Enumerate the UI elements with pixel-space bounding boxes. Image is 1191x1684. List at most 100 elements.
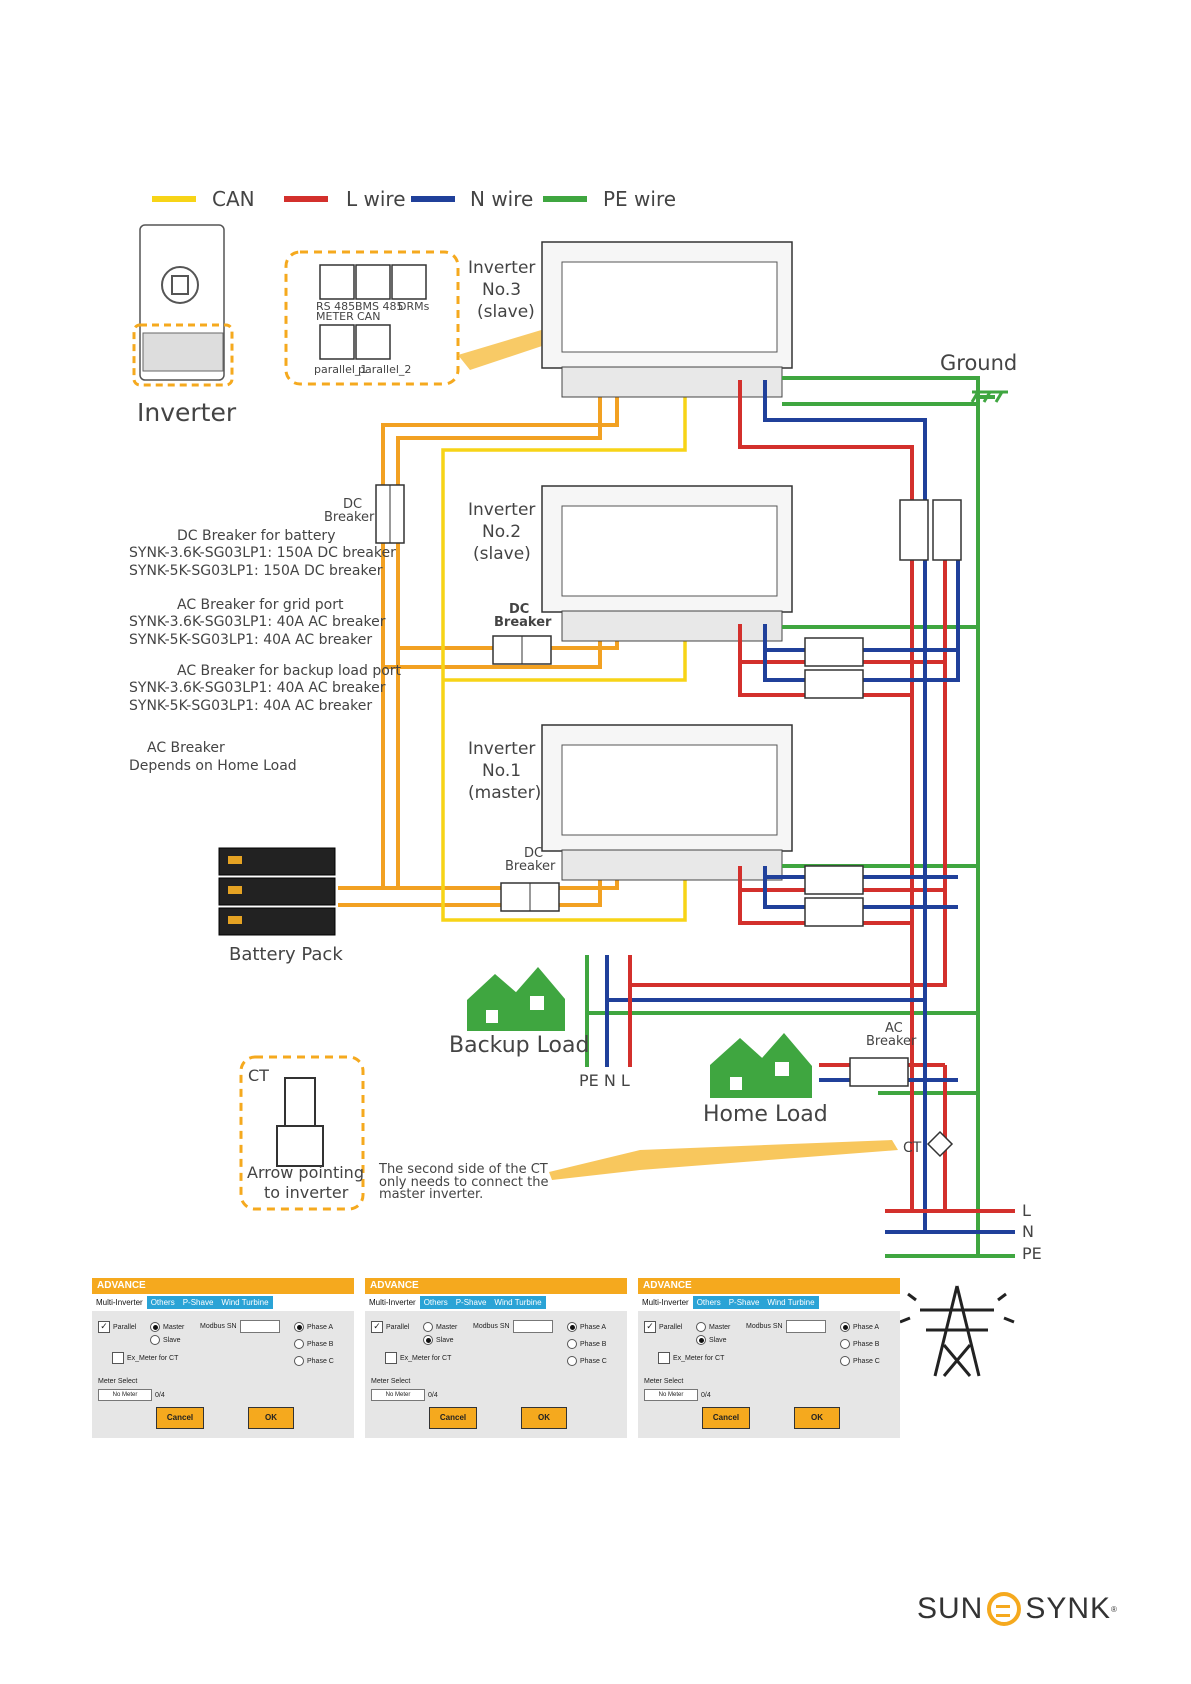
tab-others[interactable]: Others bbox=[419, 1296, 452, 1309]
tab-wind-turbine[interactable]: Wind Turbine bbox=[763, 1296, 819, 1309]
cancel-button[interactable]: Cancel bbox=[429, 1407, 477, 1429]
can-legend-label: CAN bbox=[212, 187, 255, 211]
grid-n-label: N bbox=[1022, 1222, 1034, 1241]
phase-c-radio[interactable] bbox=[294, 1356, 304, 1366]
phase-a-label: Phase A bbox=[580, 1323, 607, 1331]
dc-breaker-inverter-2 bbox=[492, 635, 552, 665]
dc-breaker-battery-breaker: Breaker bbox=[324, 510, 375, 525]
tab-multi-inverter[interactable]: Multi-Inverter bbox=[369, 1298, 416, 1307]
slave-radio[interactable] bbox=[696, 1335, 706, 1345]
ct-arrow-line1: Arrow pointing bbox=[247, 1163, 364, 1182]
meter-select-dropdown[interactable]: No Meter bbox=[98, 1389, 152, 1401]
advance-panel-inverter-3: ADVANCE Multi-Inverter Others P-Shave Wi… bbox=[638, 1278, 900, 1438]
tab-p-shave[interactable]: P-Shave bbox=[178, 1296, 218, 1309]
phase-a-label: Phase A bbox=[853, 1323, 880, 1331]
modbus-input[interactable] bbox=[785, 1320, 826, 1333]
port-label-bms485: BMS 485 bbox=[355, 300, 404, 313]
master-radio[interactable] bbox=[150, 1322, 160, 1332]
ct-sensor-icon: CT bbox=[903, 1130, 954, 1158]
meter-select-dropdown[interactable]: No Meter bbox=[371, 1389, 425, 1401]
inverter-3-line1: Inverter bbox=[468, 258, 535, 278]
phase-b-radio[interactable] bbox=[294, 1339, 304, 1349]
ac-breaker-inverter-1 bbox=[804, 865, 864, 927]
ct-callout: CT Arrow pointing to inverter bbox=[239, 1055, 365, 1211]
inverter-1-line3: (master) bbox=[468, 783, 541, 803]
slave-label: Slave bbox=[436, 1336, 454, 1344]
grid-pe-label: PE bbox=[1022, 1244, 1042, 1263]
inverter-2-line2: No.2 bbox=[482, 522, 521, 542]
tab-p-shave[interactable]: P-Shave bbox=[451, 1296, 491, 1309]
meter-select-dropdown[interactable]: No Meter bbox=[644, 1389, 698, 1401]
tab-wind-turbine[interactable]: Wind Turbine bbox=[490, 1296, 546, 1309]
ex-meter-checkbox[interactable] bbox=[112, 1352, 124, 1364]
phase-a-radio[interactable] bbox=[294, 1322, 304, 1332]
port-label-rs485: RS 485 bbox=[316, 300, 355, 313]
dc-breaker-2-dc: DC bbox=[509, 602, 529, 617]
tab-wind-turbine[interactable]: Wind Turbine bbox=[217, 1296, 273, 1309]
ct-sensor-label: CT bbox=[903, 1140, 922, 1156]
tab-multi-inverter[interactable]: Multi-Inverter bbox=[96, 1298, 143, 1307]
ex-meter-checkbox[interactable] bbox=[385, 1352, 397, 1364]
port-label-meter: METER bbox=[316, 310, 354, 323]
modbus-input[interactable] bbox=[512, 1320, 553, 1333]
logo-text-right: SYNK bbox=[1025, 1592, 1112, 1625]
phase-b-radio[interactable] bbox=[840, 1339, 850, 1349]
tab-p-shave[interactable]: P-Shave bbox=[724, 1296, 764, 1309]
ok-button[interactable]: OK bbox=[794, 1407, 840, 1429]
phase-b-label: Phase B bbox=[307, 1340, 334, 1348]
tab-multi-inverter[interactable]: Multi-Inverter bbox=[642, 1298, 689, 1307]
inverter-1-line1: Inverter bbox=[468, 739, 535, 759]
ground-symbol: Ground bbox=[940, 351, 1017, 403]
parallel-checkbox[interactable]: ✓ bbox=[644, 1321, 656, 1333]
cancel-button[interactable]: Cancel bbox=[156, 1407, 204, 1429]
tab-others[interactable]: Others bbox=[692, 1296, 725, 1309]
note-dc-line1: SYNK-3.6K-SG03LP1: 150A DC breaker bbox=[129, 545, 396, 561]
rs485-meter-port bbox=[319, 264, 355, 300]
inverter-1-body bbox=[541, 724, 793, 881]
ex-meter-label: Ex_Meter for CT bbox=[673, 1354, 725, 1362]
ex-meter-label: Ex_Meter for CT bbox=[400, 1354, 452, 1362]
phase-c-radio[interactable] bbox=[840, 1356, 850, 1366]
phase-a-radio[interactable] bbox=[840, 1322, 850, 1332]
ex-meter-checkbox[interactable] bbox=[658, 1352, 670, 1364]
legend: CAN L wire N wire PE wire bbox=[152, 187, 676, 211]
cancel-button[interactable]: Cancel bbox=[702, 1407, 750, 1429]
phase-b-radio[interactable] bbox=[567, 1339, 577, 1349]
inverter-2-line1: Inverter bbox=[468, 500, 535, 520]
slave-radio[interactable] bbox=[423, 1335, 433, 1345]
slave-radio[interactable] bbox=[150, 1335, 160, 1345]
advance-title: ADVANCE bbox=[365, 1278, 627, 1294]
slave-label: Slave bbox=[163, 1336, 181, 1344]
advance-panel-inverter-1: ADVANCE Multi-Inverter Others P-Shave Wi… bbox=[92, 1278, 354, 1438]
logo-text-left: SUN bbox=[917, 1592, 984, 1625]
note-ac-backup-line2: SYNK-5K-SG03LP1: 40A AC breaker bbox=[129, 698, 372, 714]
parallel-checkbox[interactable]: ✓ bbox=[371, 1321, 383, 1333]
phase-a-radio[interactable] bbox=[567, 1322, 577, 1332]
phase-b-label: Phase B bbox=[853, 1340, 880, 1348]
inverter-3-line2: No.3 bbox=[482, 280, 521, 300]
modbus-label: Modbus SN bbox=[473, 1323, 510, 1330]
note-ac-home-title: AC Breaker bbox=[147, 740, 225, 756]
dc-breaker-inverter-1 bbox=[500, 882, 560, 912]
modbus-input[interactable] bbox=[239, 1320, 280, 1333]
ok-button[interactable]: OK bbox=[248, 1407, 294, 1429]
ct-note-line1: The second side of the CT bbox=[378, 1162, 548, 1177]
ok-button[interactable]: OK bbox=[521, 1407, 567, 1429]
dc-breaker-1-breaker: Breaker bbox=[505, 859, 556, 874]
parallel-checkbox[interactable]: ✓ bbox=[98, 1321, 110, 1333]
home-load-label: Home Load bbox=[703, 1102, 828, 1127]
tab-others[interactable]: Others bbox=[146, 1296, 179, 1309]
registered-mark: ® bbox=[1111, 1604, 1118, 1614]
meter-count: 0/4 bbox=[428, 1391, 438, 1399]
phase-c-label: Phase C bbox=[580, 1357, 607, 1365]
inverter-title: Inverter bbox=[137, 398, 237, 427]
phase-c-radio[interactable] bbox=[567, 1356, 577, 1366]
inverter-3-body bbox=[541, 241, 793, 398]
ac-breaker-inverter-2 bbox=[804, 637, 864, 699]
slave-label: Slave bbox=[709, 1336, 727, 1344]
dc-breaker-2-breaker: Breaker bbox=[494, 615, 552, 630]
ex-meter-label: Ex_Meter for CT bbox=[127, 1354, 179, 1362]
port-label-parallel-2: parallel_2 bbox=[358, 363, 411, 376]
master-radio[interactable] bbox=[423, 1322, 433, 1332]
master-radio[interactable] bbox=[696, 1322, 706, 1332]
